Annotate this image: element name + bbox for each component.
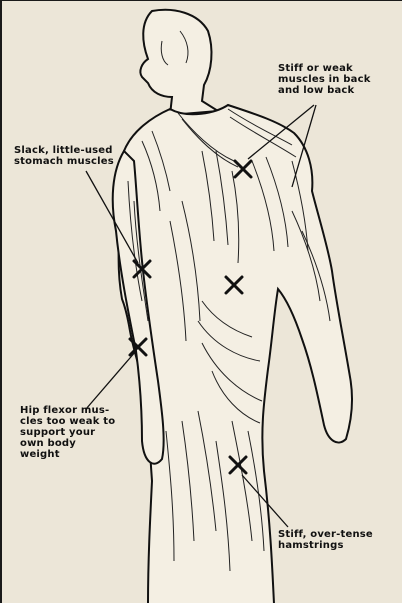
body-silhouette	[113, 10, 352, 603]
label-stomach-muscles: Slack, little-used stomach muscles	[14, 145, 126, 167]
label-back-muscles: Stiff or weak muscles in back and low ba…	[278, 63, 402, 96]
label-hamstrings: Stiff, over-tense hamstrings	[278, 529, 388, 551]
label-hip-flexor: Hip flexor mus- cles too weak to support…	[20, 405, 120, 460]
